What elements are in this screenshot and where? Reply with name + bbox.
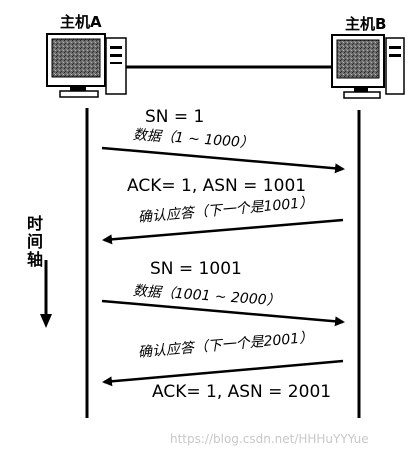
host-a-computer-icon (46, 33, 127, 98)
time-axis-label-char-3: 轴 (27, 250, 44, 269)
host-b-label: 主机B (345, 15, 387, 33)
seq-label-2: ACK= 1, ASN = 1001 (127, 176, 307, 196)
watermark-text: https://blog.csdn.net/HHHuYYYue (170, 432, 369, 446)
time-axis-label-char-1: 时 (27, 214, 44, 233)
host-b-computer-icon (331, 34, 405, 99)
message-arrow-1 (101, 146, 345, 174)
message-arrow-3 (101, 299, 345, 327)
message-arrow-2 (102, 218, 344, 245)
seq-label-3: SN = 1001 (150, 259, 242, 279)
host-a-label: 主机A (60, 13, 102, 31)
time-axis-arrowhead (40, 314, 52, 328)
message-arrow-4 (102, 359, 344, 387)
seq-label-1: SN = 1 (145, 107, 205, 127)
seq-label-4: ACK= 1, ASN = 2001 (152, 382, 332, 402)
time-axis-label-char-2: 间 (27, 232, 44, 251)
